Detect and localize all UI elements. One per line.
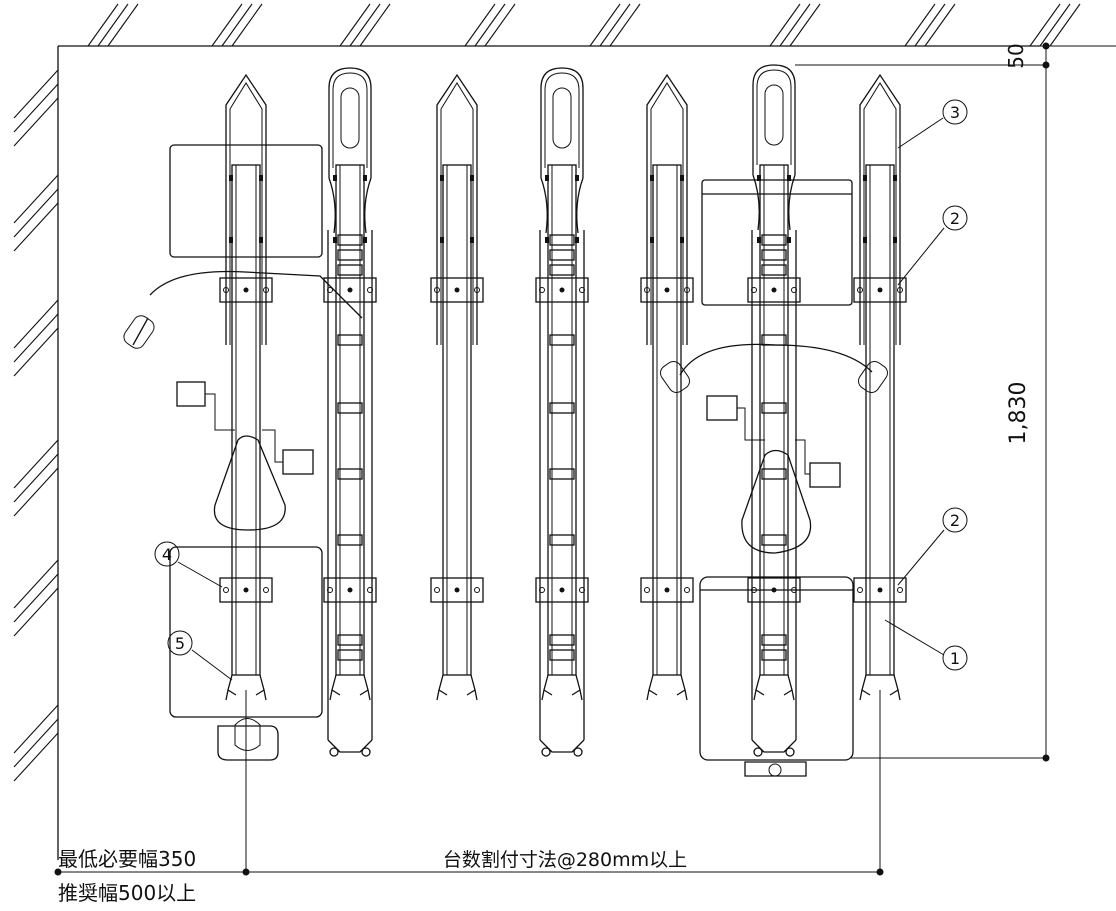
callout-leaders bbox=[177, 117, 945, 681]
rack-unit bbox=[853, 73, 907, 701]
rack-units bbox=[219, 64, 907, 757]
rack-unit bbox=[430, 73, 484, 701]
svg-text:1: 1 bbox=[950, 649, 960, 668]
svg-text:3: 3 bbox=[950, 103, 960, 122]
bicycle-left bbox=[123, 144, 363, 761]
dimension-recommended-width-label: 推奨幅500以上 bbox=[58, 881, 196, 905]
wall-hatching bbox=[13, 3, 1081, 860]
dimension-min-width-label: 最低必要幅350 bbox=[58, 847, 196, 871]
callout-2-upper: 2 bbox=[942, 205, 968, 231]
callout-1: 1 bbox=[942, 645, 968, 671]
rack-unit bbox=[219, 73, 273, 701]
callout-2-lower: 2 bbox=[942, 507, 968, 533]
svg-text:2: 2 bbox=[950, 209, 960, 228]
dimension-pitch-label: 台数割付寸法@280mm以上 bbox=[443, 849, 687, 871]
rack-unit bbox=[640, 73, 694, 701]
callout-5: 5 bbox=[167, 630, 193, 656]
svg-text:4: 4 bbox=[162, 545, 172, 564]
rack-unit bbox=[747, 64, 801, 757]
callout-3: 3 bbox=[942, 99, 968, 125]
callout-4: 4 bbox=[154, 541, 180, 567]
dimension-rack-depth: 1,830 bbox=[1006, 382, 1031, 445]
svg-text:5: 5 bbox=[175, 634, 185, 653]
dimension-lines bbox=[54, 42, 1116, 876]
dimension-clearance-top: 50 bbox=[1004, 43, 1028, 68]
rack-unit bbox=[323, 67, 377, 757]
svg-text:2: 2 bbox=[950, 511, 960, 530]
bicycle-right bbox=[660, 179, 888, 777]
rack-unit bbox=[535, 67, 589, 757]
